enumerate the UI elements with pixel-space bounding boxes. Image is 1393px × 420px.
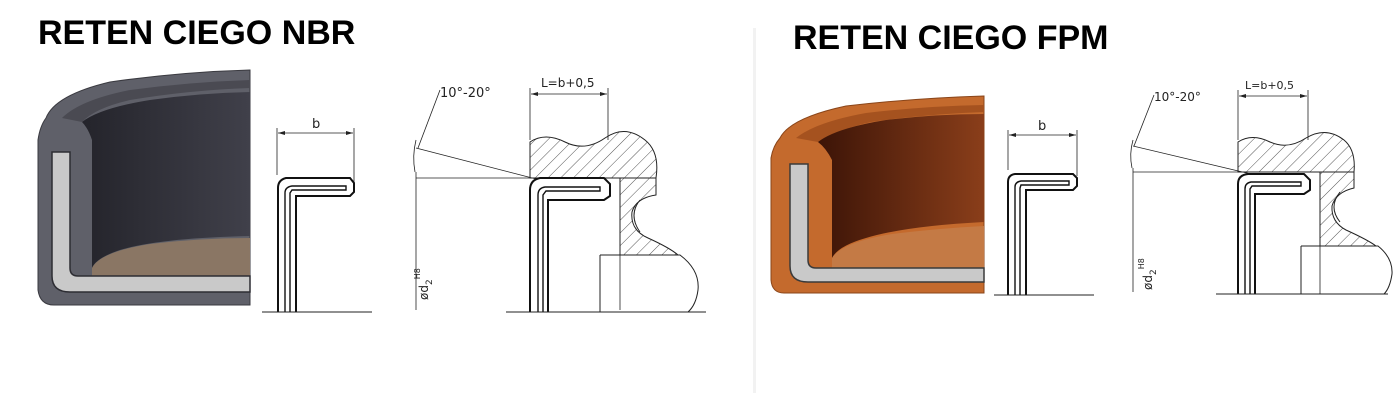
- panel-fpm: b 10°-20° ød2H8 L=b+0,5: [756, 0, 1393, 420]
- nbr-bore-label: ød2H8: [413, 268, 435, 300]
- nbr-housing-label: L=b+0,5: [541, 76, 595, 90]
- nbr-seal-metal-insert: [51, 151, 251, 293]
- fpm-seal-bottom-face: [832, 226, 984, 268]
- fpm-seal-3d: [770, 95, 985, 294]
- nbr-seal-3d: [37, 69, 251, 306]
- fpm-bore-label: ød2H8: [1137, 258, 1159, 290]
- nbr-housing-assembly: 10°-20° ød2H8 L=b+0,5: [413, 76, 706, 313]
- fpm-housing-assembly: 10°-20° ød2H8 L=b+0,5: [1130, 79, 1393, 295]
- fpm-housing-label: L=b+0,5: [1245, 79, 1294, 92]
- nbr-angle-label: 10°-20°: [440, 86, 491, 101]
- panel-divider: [753, 28, 756, 393]
- nbr-seal-bottom-face: [92, 238, 250, 280]
- fpm-seal-metal-insert: [789, 163, 985, 283]
- nbr-width-label: b: [312, 117, 320, 132]
- nbr-housing-top: [529, 131, 658, 179]
- fpm-angle-label: 10°-20°: [1154, 90, 1201, 104]
- panel-title-nbr: RETEN CIEGO NBR: [38, 14, 356, 52]
- fpm-seal-top-rim: [796, 105, 984, 142]
- nbr-drawing: b 10°-20° ød2H8 L=b+0,5: [37, 69, 706, 313]
- fpm-drawing: b 10°-20° ød2H8 L=b+0,5: [770, 79, 1393, 296]
- fpm-seal-inner-face: [818, 114, 984, 258]
- panel-nbr: b 10°-20° ød2H8 L=b+0,5: [37, 14, 706, 313]
- fpm-width-profile: b: [994, 119, 1094, 296]
- fpm-housing-side: [1312, 171, 1378, 247]
- fpm-width-label: b: [1038, 119, 1046, 134]
- nbr-seal-inner-face: [82, 92, 250, 268]
- nbr-housing-side: [610, 177, 680, 256]
- nbr-seal-top-rim: [62, 80, 250, 122]
- fpm-housing-top: [1237, 132, 1355, 173]
- nbr-width-profile: b: [262, 117, 372, 313]
- panel-title-fpm: RETEN CIEGO FPM: [793, 19, 1109, 57]
